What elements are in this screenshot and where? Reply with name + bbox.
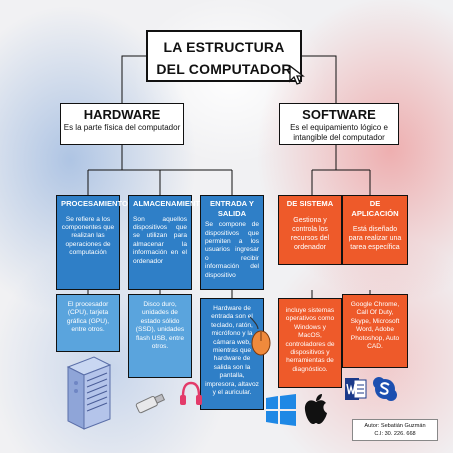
word-icon <box>345 378 367 400</box>
example-text: Hardware de entrada son el teclado, rató… <box>205 305 259 397</box>
mouse-icon <box>249 316 271 356</box>
hardware-box: HARDWARE Es la parte física del computad… <box>60 103 184 145</box>
author-id: C.I: 30. 226. 668 <box>374 431 416 437</box>
server-icon <box>66 356 112 430</box>
author-box: Autor: Sebatián Guzmán C.I: 30. 226. 668 <box>352 419 438 441</box>
category-text: Gestiona y controla los recursos del ord… <box>290 216 330 251</box>
windows-logo-icon <box>266 394 296 426</box>
category-title: DE SISTEMA <box>286 199 334 208</box>
example-text: Google Chrome, Call Of Duty, Skype, Micr… <box>350 301 400 351</box>
category-procesamiento: PROCESAMIENTO Se refiere a los component… <box>56 195 128 290</box>
category-title: ENTRADA Y SALIDA <box>210 199 254 218</box>
category-text: Son aquellos dispositivos que se utiliza… <box>133 215 187 265</box>
category-text: Se refiere a los componentes que realiza… <box>61 215 115 257</box>
category-almacenamiento: ALMACENAMIENTO Son aquellos dispositivos… <box>128 195 206 290</box>
software-box: SOFTWARE Es el equipamiento lógico e int… <box>279 103 399 145</box>
usb-drive-icon <box>135 393 166 414</box>
category-entrada-salida: ENTRADA Y SALIDA Se compone de dispositi… <box>200 195 264 290</box>
title-line-1: LA ESTRUCTURA <box>163 39 285 55</box>
category-title: DE APLICACIÓN <box>351 199 399 218</box>
example-de-sistema: incluye sistemas operativos como Windows… <box>278 298 342 388</box>
example-text: incluye sistemas operativos como Windows… <box>285 307 335 373</box>
apple-logo-icon <box>304 394 327 424</box>
category-text: Está diseñado para realizar una tarea es… <box>348 226 402 252</box>
example-entrada-salida: Hardware de entrada son el teclado, rató… <box>200 298 264 410</box>
example-de-aplicacion: Google Chrome, Call Of Duty, Skype, Micr… <box>342 294 408 368</box>
category-text: Se compone de dispositivos que permiten … <box>205 221 259 279</box>
hardware-title: HARDWARE <box>83 107 161 122</box>
software-title: SOFTWARE <box>302 107 376 122</box>
category-title: PROCESAMIENTO <box>61 199 128 208</box>
title-line-2: DEL COMPUTADOR <box>156 61 292 77</box>
main-title: LA ESTRUCTURA DEL COMPUTADOR <box>146 30 302 82</box>
category-de-aplicacion: DE APLICACIÓN Está diseñado para realiza… <box>342 195 408 265</box>
cursor-icon <box>289 64 305 85</box>
software-subtitle: Es el equipamiento lógico e intangible d… <box>290 123 388 142</box>
example-almacenamiento: Disco duro, unidades de estado sólido (S… <box>128 294 192 378</box>
skype-icon <box>373 377 397 401</box>
author-name: Autor: Sebatián Guzmán <box>364 423 426 429</box>
example-text: Disco duro, unidades de estado sólido (S… <box>135 301 185 351</box>
hardware-subtitle: Es la parte física del computador <box>63 123 181 132</box>
example-text: El procesador (CPU), tarjeta gráfica (GP… <box>66 301 110 334</box>
example-procesamiento: El procesador (CPU), tarjeta gráfica (GP… <box>56 294 120 352</box>
category-title: ALMACENAMIENTO <box>133 199 206 208</box>
category-de-sistema: DE SISTEMA Gestiona y controla los recur… <box>278 195 342 265</box>
headphones-icon <box>180 381 202 405</box>
